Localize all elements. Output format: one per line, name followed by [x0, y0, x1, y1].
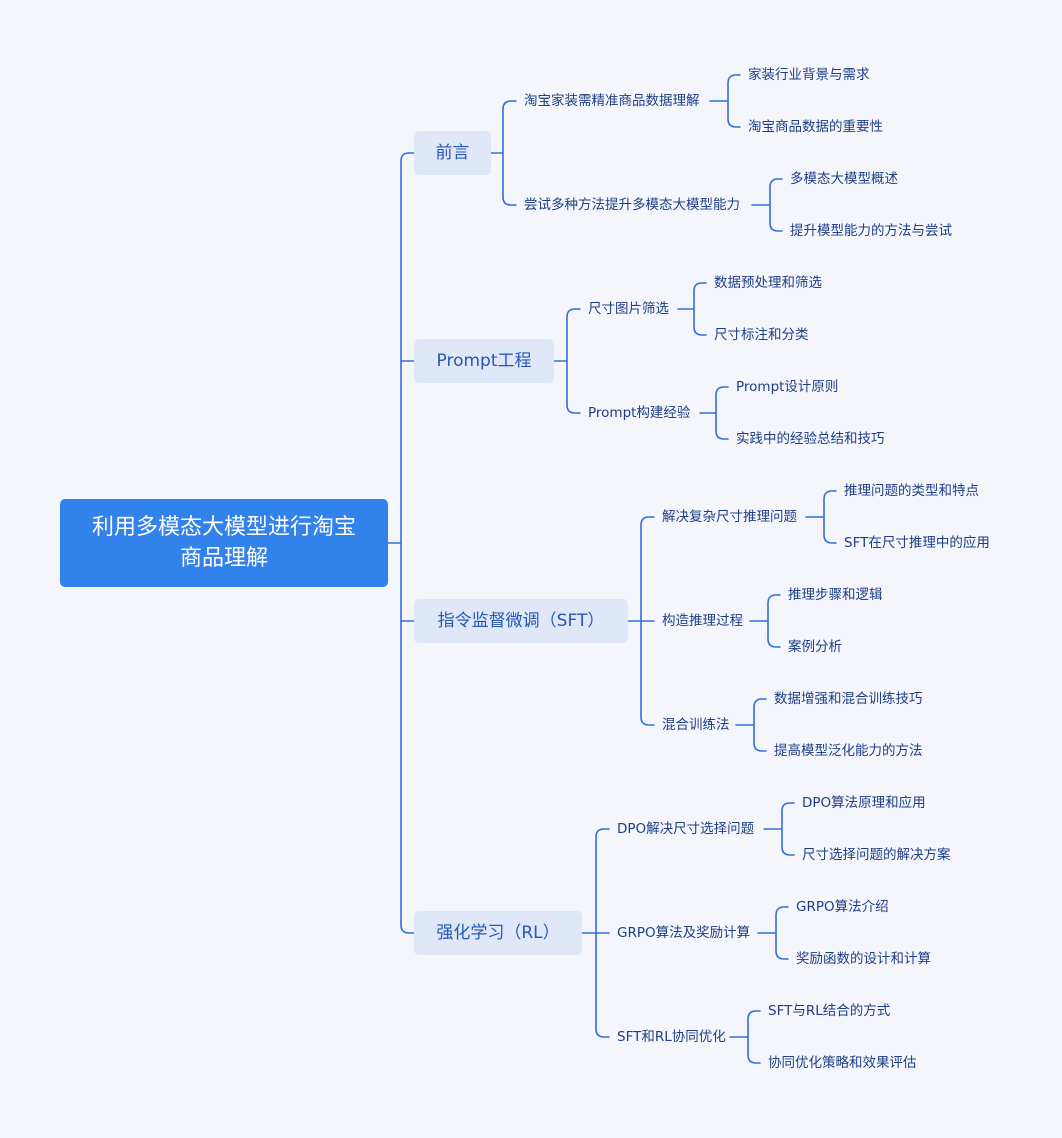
subtopic-node[interactable]: 解决复杂尺寸推理问题 [662, 509, 797, 525]
leaf-node[interactable]: 尺寸标注和分类 [714, 327, 809, 343]
connector-line [729, 1010, 761, 1064]
connector-line [581, 828, 610, 1038]
connector-line [757, 906, 789, 960]
subtopic-node[interactable]: 淘宝家装需精准商品数据理解 [524, 93, 700, 109]
topic-node-sft[interactable]: 指令监督微调（SFT） [414, 599, 628, 643]
connector-line [805, 490, 837, 544]
topic-label: 前言 [435, 143, 470, 163]
subtopic-node[interactable]: GRPO算法及奖励计算 [617, 925, 751, 941]
connector-line [699, 386, 729, 440]
leaf-node[interactable]: 案例分析 [788, 639, 842, 655]
subtopic-node[interactable]: 构造推理过程 [662, 613, 743, 629]
leaf-node[interactable]: 推理步骤和逻辑 [788, 587, 883, 603]
leaf-node[interactable]: 家装行业背景与需求 [748, 67, 870, 83]
subtopic-node[interactable]: 尺寸图片筛选 [588, 301, 669, 317]
leaf-node[interactable]: 奖励函数的设计和计算 [796, 951, 931, 967]
connector-line [490, 100, 517, 206]
subtopic-node[interactable]: 混合训练法 [662, 717, 730, 733]
subtopic-node[interactable]: SFT和RL协同优化 [617, 1029, 726, 1045]
topic-node-rl[interactable]: 强化学习（RL） [414, 911, 582, 955]
leaf-node[interactable]: 淘宝商品数据的重要性 [748, 119, 883, 135]
connector-line [553, 308, 581, 414]
connector-line [677, 282, 707, 336]
subtopic-node[interactable]: 尝试多种方法提升多模态大模型能力 [524, 197, 740, 213]
connector-line [387, 152, 415, 934]
leaf-node[interactable]: 尺寸选择问题的解决方案 [802, 847, 951, 863]
connector-line [751, 178, 783, 232]
leaf-node[interactable]: 提升模型能力的方法与尝试 [790, 223, 952, 239]
leaf-node[interactable]: 推理问题的类型和特点 [844, 483, 979, 499]
topic-node-preface[interactable]: 前言 [414, 131, 491, 175]
connector-line [709, 74, 741, 128]
leaf-node[interactable]: 实践中的经验总结和技巧 [736, 431, 885, 447]
leaf-node[interactable]: SFT在尺寸推理中的应用 [844, 535, 990, 551]
leaf-node[interactable]: GRPO算法介绍 [796, 899, 889, 915]
subtopic-node[interactable]: Prompt构建经验 [588, 405, 691, 421]
root-node[interactable]: 利用多模态大模型进行淘宝商品理解 [60, 499, 388, 587]
connector-line [763, 802, 795, 856]
root-node-label: 利用多模态大模型进行淘宝商品理解 [91, 515, 356, 571]
topic-label: 强化学习（RL） [436, 923, 560, 943]
connector-line [749, 594, 781, 648]
leaf-node[interactable]: DPO算法原理和应用 [802, 795, 926, 811]
leaf-node[interactable]: 数据预处理和筛选 [714, 275, 822, 291]
subtopic-node[interactable]: DPO解决尺寸选择问题 [617, 821, 755, 837]
leaf-node[interactable]: 协同优化策略和效果评估 [768, 1055, 917, 1071]
connector-line [735, 698, 767, 752]
leaf-node[interactable]: SFT与RL结合的方式 [768, 1003, 891, 1019]
leaf-node[interactable]: 多模态大模型概述 [790, 171, 898, 187]
leaf-node[interactable]: 数据增强和混合训练技巧 [774, 691, 923, 707]
topic-label: Prompt工程 [436, 351, 532, 371]
topic-label: 指令监督微调（SFT） [437, 611, 605, 631]
leaf-node[interactable]: Prompt设计原则 [736, 379, 839, 395]
connector-line [627, 516, 655, 726]
topic-node-prompt-engineering[interactable]: Prompt工程 [414, 339, 554, 383]
leaf-node[interactable]: 提高模型泛化能力的方法 [774, 743, 923, 759]
